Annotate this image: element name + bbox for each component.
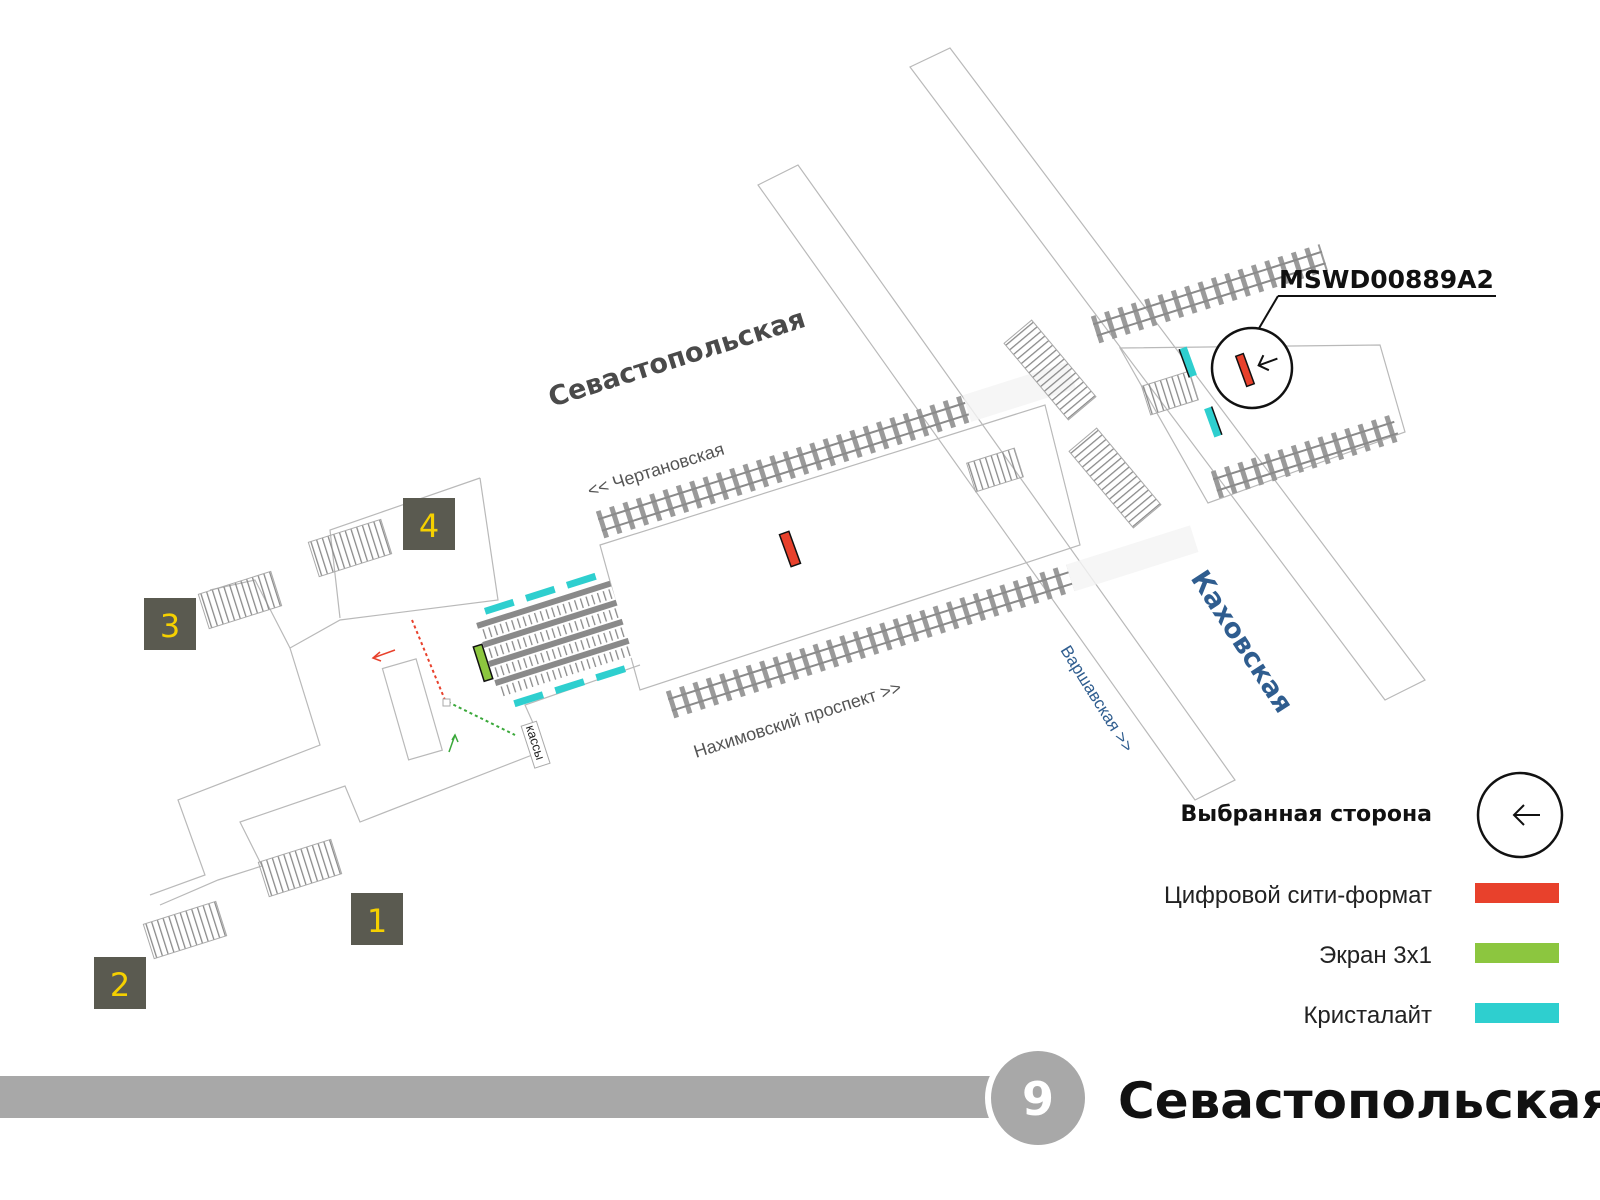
transfer-stairs-lower xyxy=(1068,427,1162,529)
svg-text:2: 2 xyxy=(110,966,130,1004)
exit-2: 2 xyxy=(94,957,146,1009)
screen-3x1-marker xyxy=(472,643,494,683)
legend-item-label: Цифровой сити-формат xyxy=(1164,882,1432,909)
digital-cityformat-marker xyxy=(778,530,802,568)
stairs-exit-1 xyxy=(257,838,343,898)
svg-text:1: 1 xyxy=(367,902,387,940)
legend-arrow-left-icon xyxy=(1512,804,1540,826)
crystalight-panel xyxy=(524,585,556,602)
line-number: 9 xyxy=(1022,1072,1054,1126)
legend: Выбранная сторона Цифровой сити-формат Э… xyxy=(1164,771,1564,1029)
track-kakhovskaya-bottom xyxy=(1210,414,1401,499)
transfer-stairs-small-left xyxy=(966,447,1024,493)
crystalight-panel xyxy=(483,598,515,615)
exit-1: 1 xyxy=(351,893,403,945)
legend-swatch-red xyxy=(1475,883,1559,903)
sevastopolskaya-label: Севастопольская xyxy=(545,303,809,413)
stairs-exit-3 xyxy=(197,570,283,630)
crystalight-panel xyxy=(595,665,627,682)
stairs-exit-4 xyxy=(307,518,393,578)
legend-swatch-cyan xyxy=(1475,1003,1559,1023)
line-bar xyxy=(0,1076,1010,1118)
legend-item-label: Кристалайт xyxy=(1303,1002,1432,1029)
walk-path-green xyxy=(442,698,516,753)
stairs-exit-2 xyxy=(142,900,228,960)
crystalight-panel xyxy=(513,691,545,708)
crystalight-panel xyxy=(554,678,586,695)
line-number-circle xyxy=(985,1045,1091,1151)
transfer-stairs-upper xyxy=(1003,319,1097,421)
crystalight-marker-upper xyxy=(1178,346,1197,378)
exit-4: 4 xyxy=(403,498,455,550)
transfer-stairs-small-right xyxy=(1141,370,1199,416)
track-kakhovskaya-top xyxy=(1090,244,1328,344)
direction-varshavskaya: Варшавская >> xyxy=(1057,642,1138,755)
legend-title: Выбранная сторона xyxy=(1181,802,1432,827)
footer: 9 Севастопольская xyxy=(0,1045,1600,1151)
escalators xyxy=(472,572,634,708)
legend-swatch-green xyxy=(1475,943,1559,963)
crystalight-marker-lower xyxy=(1204,406,1223,438)
selected-side-circle xyxy=(1210,326,1294,410)
crystalight-panel xyxy=(565,572,597,589)
selected-code-label: MSWD00889A2 xyxy=(1279,265,1494,294)
exit-3: 3 xyxy=(144,598,196,650)
track-nakhimovsky xyxy=(665,525,1199,719)
arrow-left-icon xyxy=(1257,354,1278,372)
selected-side-callout: MSWD00889A2 xyxy=(1210,265,1496,410)
walk-path-red xyxy=(371,619,446,701)
legend-item-label: Экран 3х1 xyxy=(1319,942,1432,969)
kakhovskaya-platform xyxy=(1118,344,1406,504)
footer-station-title: Севастопольская xyxy=(1118,1072,1600,1130)
kakhovskaya-label: Каховская xyxy=(1184,565,1299,719)
svg-text:3: 3 xyxy=(160,607,180,645)
svg-text:4: 4 xyxy=(419,507,439,545)
track-chertanovskaya xyxy=(595,361,1077,539)
vestibule-outline xyxy=(149,477,641,906)
